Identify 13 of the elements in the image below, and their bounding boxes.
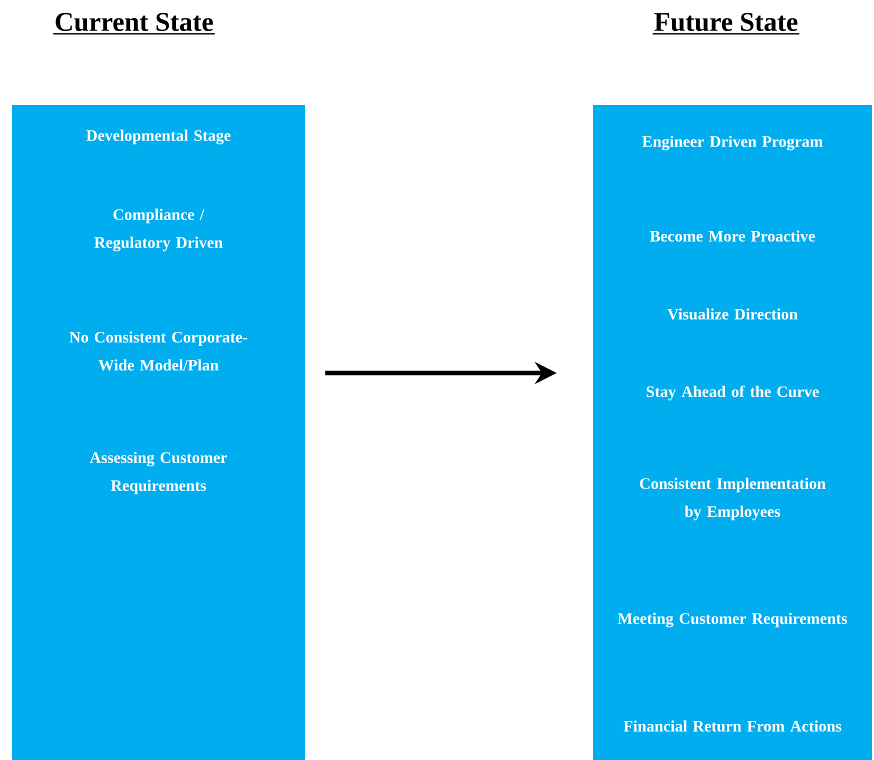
- list-item: Become More Proactive: [650, 230, 815, 242]
- heading: Future State: [652, 12, 800, 34]
- list-item: Assessing Customer Requirements: [90, 452, 228, 494]
- list-item: No Consistent Corporate-Wide Model/Plan: [69, 331, 248, 371]
- list-item: Consistent Implementation by Employees: [640, 478, 826, 520]
- list-item: Financial Return From Actions: [624, 720, 842, 732]
- list-item: Stay Ahead of the Curve: [646, 386, 819, 400]
- list-item: Meeting Customer Requirements: [618, 612, 848, 628]
- list-item: Compliance / Regulatory Driven: [94, 208, 223, 252]
- heading: Current State: [53, 12, 215, 34]
- list-item: Visualize Direction: [667, 308, 798, 320]
- list-item: Engineer Driven Program: [642, 136, 823, 150]
- list-item: Developmental Stage: [86, 130, 230, 144]
